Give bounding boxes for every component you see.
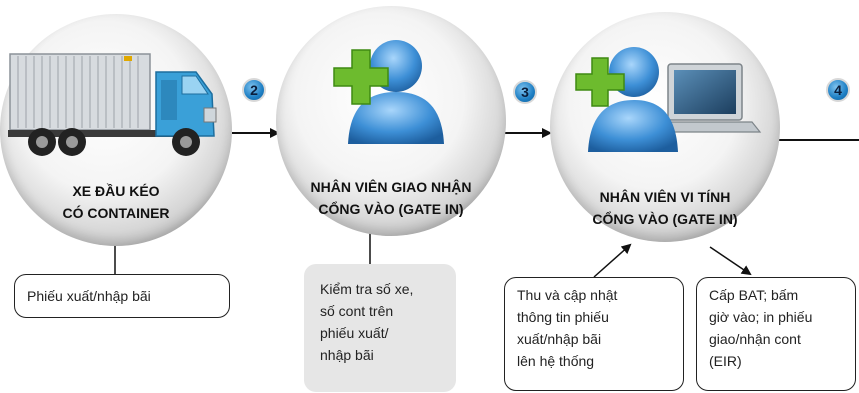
note-3-line-2: thông tin phiếu bbox=[517, 309, 609, 325]
note-2-line-4: nhập bãi bbox=[320, 347, 374, 363]
note-4-line-2: giờ vào; in phiếu bbox=[709, 309, 813, 325]
note-1-line-1: Phiếu xuất/nhập bãi bbox=[27, 288, 151, 304]
arrow-note-3-up bbox=[593, 243, 632, 278]
step-badge-3: 3 bbox=[513, 80, 537, 104]
step-3-label-line-1: NHÂN VIÊN VI TÍNH bbox=[599, 189, 731, 205]
note-2-line-3: phiếu xuất/ bbox=[320, 325, 389, 341]
user-computer-icon bbox=[575, 47, 762, 152]
step-badge-2: 2 bbox=[242, 78, 266, 102]
note-3: Thu và cập nhật thông tin phiếu xuất/nhậ… bbox=[504, 277, 684, 391]
note-4: Cấp BAT; bấm giờ vào; in phiếu giao/nhận… bbox=[696, 277, 856, 391]
note-3-line-1: Thu và cập nhật bbox=[517, 287, 618, 303]
note-4-line-1: Cấp BAT; bấm bbox=[709, 287, 799, 303]
note-2-line-2: số cont trên bbox=[320, 303, 394, 319]
step-badge-4: 4 bbox=[826, 78, 850, 102]
step-1-label: XE ĐẦU KÉO CÓ CONTAINER bbox=[16, 180, 216, 224]
step-3-label: NHÂN VIÊN VI TÍNH CỔNG VÀO (GATE IN) bbox=[560, 186, 770, 230]
note-4-line-3: giao/nhận cont bbox=[709, 331, 801, 347]
step-1-label-line-1: XE ĐẦU KÉO bbox=[72, 183, 160, 199]
step-2-label-line-2: CỔNG VÀO (GATE IN) bbox=[318, 201, 464, 217]
step-2-label: NHÂN VIÊN GIAO NHẬN CỔNG VÀO (GATE IN) bbox=[266, 176, 516, 220]
truck-icon bbox=[8, 53, 217, 156]
step-2-label-line-1: NHÂN VIÊN GIAO NHẬN bbox=[310, 179, 472, 195]
note-2: Kiểm tra số xe, số cont trên phiếu xuất/… bbox=[304, 264, 456, 392]
note-2-line-1: Kiểm tra số xe, bbox=[320, 281, 414, 297]
user-add-icon bbox=[333, 40, 444, 144]
note-3-line-4: lên hệ thống bbox=[517, 353, 595, 369]
step-3-label-line-2: CỔNG VÀO (GATE IN) bbox=[592, 211, 738, 227]
step-1-label-line-2: CÓ CONTAINER bbox=[62, 205, 170, 221]
arrow-to-note-4 bbox=[709, 246, 752, 276]
note-1: Phiếu xuất/nhập bãi bbox=[14, 274, 230, 318]
note-3-line-3: xuất/nhập bãi bbox=[517, 331, 602, 347]
note-4-line-4: (EIR) bbox=[709, 353, 742, 369]
